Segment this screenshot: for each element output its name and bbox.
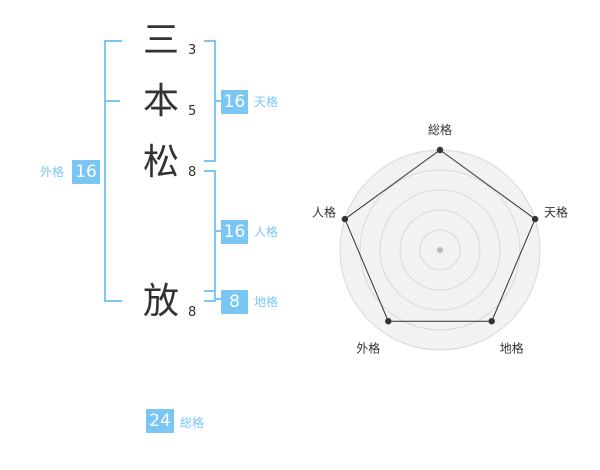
chikaku-bracket-tick [214, 298, 222, 300]
radar-axis-label-1: 総格 [428, 122, 452, 137]
name-char-1: 三 [142, 20, 179, 61]
radar-axis-label-4: 外格 [356, 341, 380, 356]
radar-ring-1 [419, 229, 461, 271]
radar-ring-2 [399, 209, 481, 291]
name-char-4: 放 [142, 281, 179, 322]
jinkaku-label: 人格 [254, 225, 279, 239]
name-char-2: 本 [142, 81, 179, 122]
jinkaku-value: 16 [221, 220, 248, 244]
stroke-count-2: 5 [188, 104, 197, 119]
radar-center-dot [437, 247, 443, 253]
chikaku-label: 地格 [254, 295, 279, 309]
radar-point-4 [385, 317, 392, 325]
soukaku-label: 総格 [180, 416, 205, 430]
radar-axis-label-3: 地格 [500, 341, 524, 356]
radar-point-3 [488, 317, 495, 325]
stroke-count-1: 3 [188, 43, 197, 58]
jinkaku-bracket-tick [214, 230, 222, 232]
radar-point-5 [341, 215, 349, 223]
gaikaku-bracket [104, 40, 122, 302]
soukaku-value: 24 [146, 409, 174, 433]
tenkaku-label: 天格 [254, 95, 279, 109]
name-char-3: 松 [142, 142, 179, 183]
radar-axis-label-5: 人格 [312, 204, 336, 219]
gaikaku-bracket-tick-top [106, 100, 120, 102]
chikaku-value: 8 [221, 290, 248, 314]
radar-axis-label-2: 天格 [544, 204, 568, 219]
stroke-count-3: 8 [188, 165, 197, 180]
chikaku-bracket [204, 290, 216, 302]
tenkaku-bracket-tick [214, 100, 222, 102]
radar-ring-3 [379, 189, 501, 311]
stroke-count-4: 8 [188, 305, 197, 320]
gaikaku-value: 16 [72, 160, 100, 184]
radar-point-1 [436, 146, 444, 154]
radar-data-polygon [344, 149, 536, 322]
tenkaku-value: 16 [221, 90, 248, 114]
radar-point-2 [531, 215, 539, 223]
radar-ring-4 [359, 169, 521, 331]
gaikaku-label: 外格 [40, 165, 65, 179]
